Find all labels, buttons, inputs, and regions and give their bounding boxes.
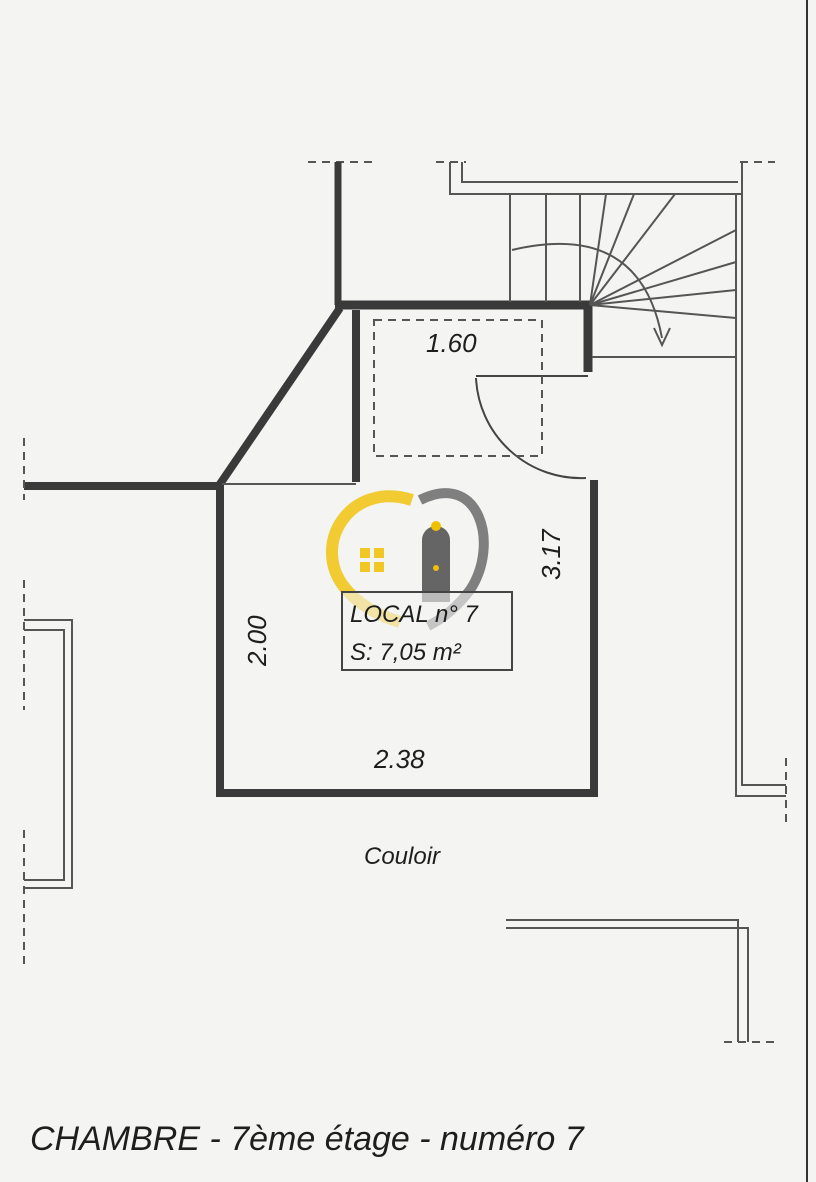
corridor-label: Couloir bbox=[364, 843, 441, 870]
stair-arrow-icon bbox=[653, 327, 671, 348]
wall-left bbox=[23, 438, 73, 966]
dimension-top: 1.60 bbox=[426, 328, 477, 358]
dashed-storage-area bbox=[373, 319, 543, 457]
staircase bbox=[436, 161, 775, 358]
wall-right bbox=[735, 194, 787, 826]
dimension-bottom: 2.38 bbox=[373, 744, 425, 774]
wall-top-left bbox=[308, 161, 372, 305]
wall-bottom-right bbox=[506, 919, 776, 1043]
dimension-left: 2.00 bbox=[242, 615, 272, 667]
room-label-box bbox=[341, 591, 513, 671]
room-name: LOCAL n° 7 bbox=[350, 601, 480, 628]
room-surface: S: 7,05 m² bbox=[350, 639, 462, 666]
room-walls bbox=[24, 300, 598, 797]
dimension-right: 3.17 bbox=[536, 528, 566, 580]
door-swing bbox=[475, 375, 588, 480]
plan-title: CHAMBRE - 7ème étage - numéro 7 bbox=[30, 1120, 585, 1158]
